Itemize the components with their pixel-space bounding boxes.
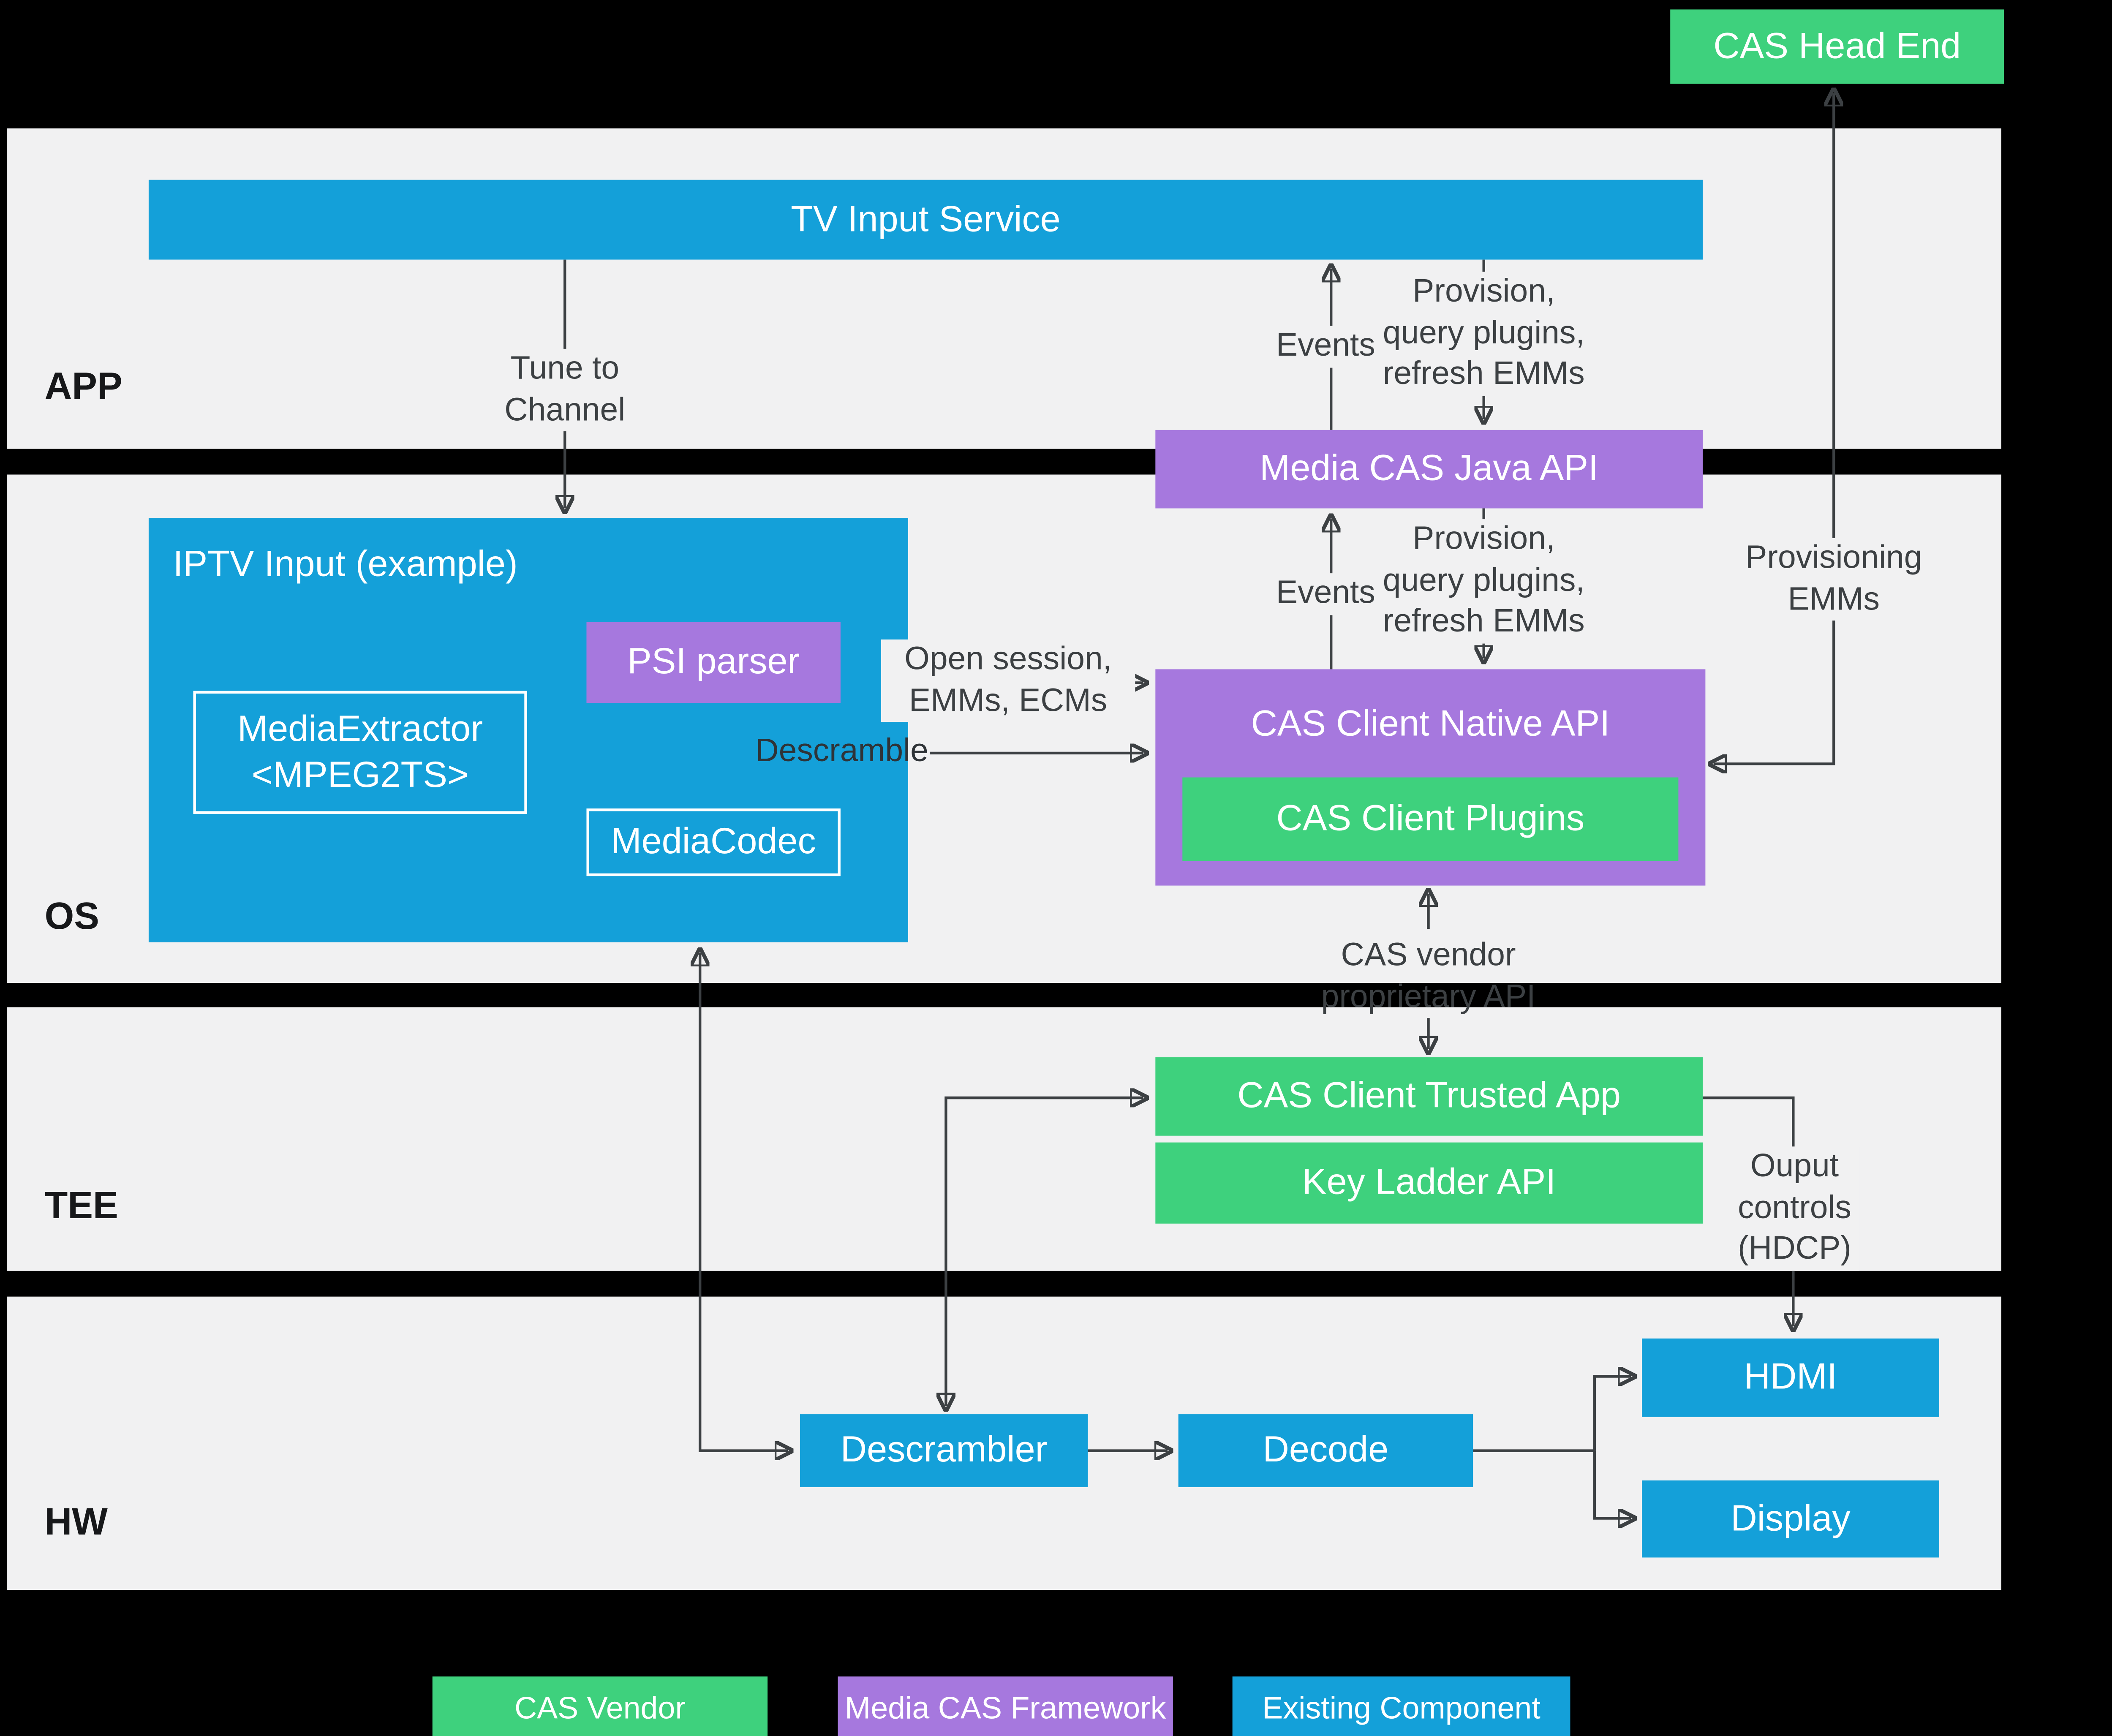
arrow-decode-to-display bbox=[1593, 1450, 1631, 1518]
tv-input-service-node: TV Input Service bbox=[148, 180, 1703, 260]
provision-label-os: Provision, query plugins, refresh EMMs bbox=[1375, 519, 1592, 644]
decode-node: Decode bbox=[1178, 1414, 1473, 1487]
arrow-provisioning-emms bbox=[1714, 93, 1834, 764]
cas-client-trusted-app-node: CAS Client Trusted App bbox=[1155, 1057, 1703, 1136]
arrow-decode-to-hdmi bbox=[1593, 1377, 1631, 1451]
media-cas-java-api-node: Media CAS Java API bbox=[1155, 430, 1703, 509]
iptv-input-box bbox=[148, 517, 908, 943]
tune-to-channel-label: Tune to Channel bbox=[463, 348, 667, 432]
hw-layer-label: HW bbox=[44, 1500, 108, 1543]
descramble-label: Descramble bbox=[755, 732, 928, 770]
hdmi-node: HDMI bbox=[1642, 1338, 1939, 1417]
arrow-descrambler-trusted-app bbox=[946, 1098, 1143, 1406]
open-session-label: Open session, EMMs, ECMs bbox=[881, 639, 1135, 723]
output-controls-hdcp-label: Ouput controls (HDCP) bbox=[1729, 1146, 1860, 1271]
psi-parser-node: PSI parser bbox=[586, 622, 841, 703]
iptv-input-title: IPTV Input (example) bbox=[173, 543, 518, 584]
provisioning-emms-label: Provisioning EMMs bbox=[1736, 538, 1931, 621]
os-layer-label: OS bbox=[44, 895, 100, 937]
descrambler-node: Descrambler bbox=[800, 1414, 1088, 1487]
legend-cas-vendor: CAS Vendor bbox=[432, 1676, 768, 1736]
media-codec-node: MediaCodec bbox=[586, 808, 841, 876]
app-layer-label: APP bbox=[44, 365, 122, 407]
tee-layer-label: TEE bbox=[44, 1184, 118, 1227]
cas-vendor-proprietary-api-label: CAS vendor proprietary API bbox=[1321, 937, 1536, 1015]
legend-media-cas-framework: Media CAS Framework bbox=[838, 1676, 1173, 1736]
cas-client-native-api-title: CAS Client Native API bbox=[1251, 703, 1610, 744]
provision-label-app: Provision, query plugins, refresh EMMs bbox=[1375, 272, 1592, 397]
legend-existing-component: Existing Component bbox=[1232, 1676, 1570, 1736]
cas-client-plugins-node: CAS Client Plugins bbox=[1182, 777, 1679, 861]
display-node: Display bbox=[1642, 1480, 1939, 1558]
cas-head-end-node: CAS Head End bbox=[1670, 9, 2004, 84]
media-extractor-node: MediaExtractor <MPEG2TS> bbox=[193, 691, 527, 814]
key-ladder-api-node: Key Ladder API bbox=[1155, 1142, 1703, 1224]
arrow-iptv-descrambler bbox=[700, 953, 788, 1451]
